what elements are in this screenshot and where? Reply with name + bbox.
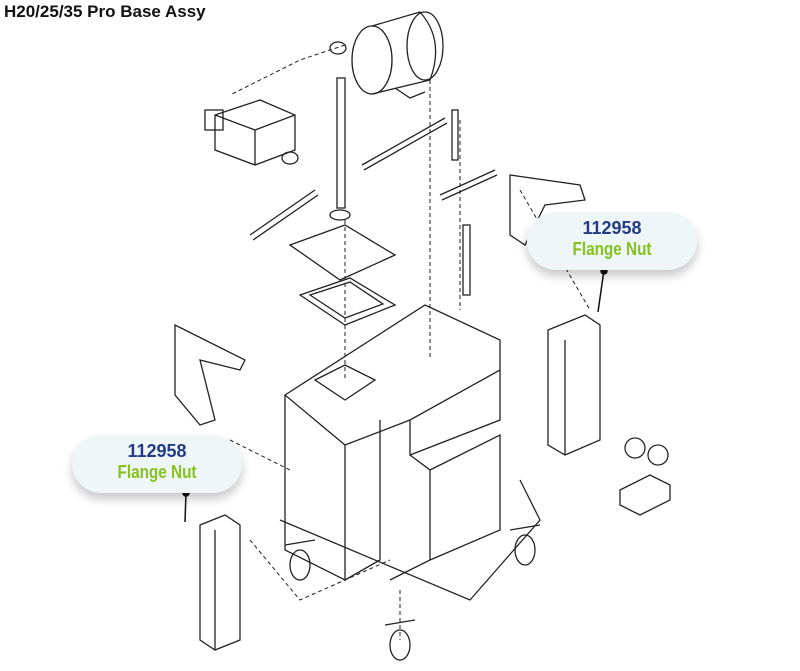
part-label: Flange Nut bbox=[117, 462, 197, 482]
assembly-leader-lines bbox=[229, 44, 591, 640]
callout-leaders bbox=[182, 267, 608, 523]
cover-plate bbox=[288, 209, 397, 326]
diagram-title: H20/25/35 Pro Base Assy bbox=[4, 2, 206, 21]
pump-assembly bbox=[204, 99, 299, 166]
tubes bbox=[249, 77, 498, 296]
brackets bbox=[174, 174, 586, 426]
part-number: 112958 bbox=[582, 218, 642, 238]
part-label: Flange Nut bbox=[572, 239, 652, 259]
main-cabinet bbox=[279, 304, 541, 601]
gauge-manifold bbox=[619, 437, 671, 516]
part-number: 112958 bbox=[127, 441, 187, 461]
casters bbox=[284, 524, 541, 661]
callout-flange-nut-left: 112958 Flange Nut bbox=[72, 435, 242, 493]
motor bbox=[329, 11, 444, 99]
callout-flange-nut-right: 112958 Flange Nut bbox=[527, 212, 697, 270]
heat-exchangers bbox=[199, 314, 601, 651]
